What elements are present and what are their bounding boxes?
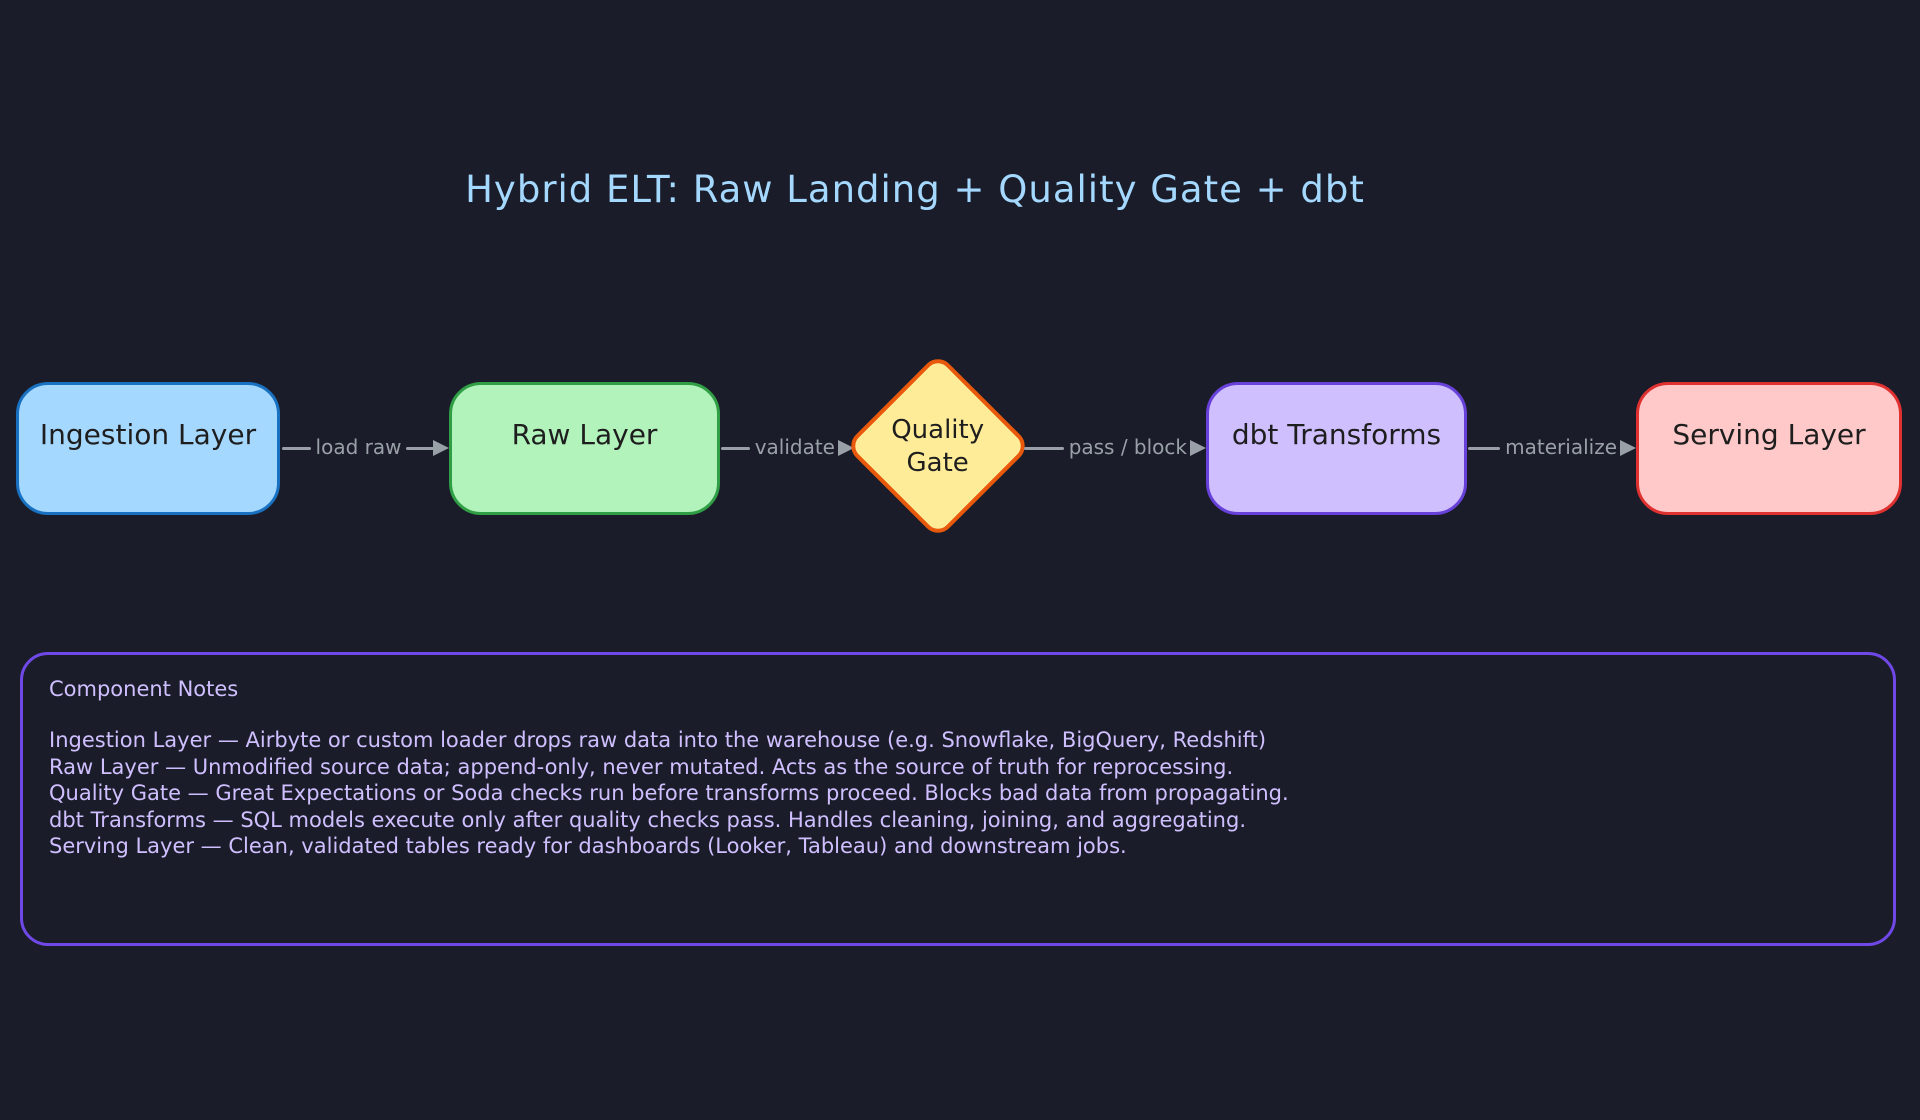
arrowhead-icon	[1620, 440, 1636, 456]
note-line-quality-gate: Quality Gate — Great Expectations or Sod…	[49, 781, 1289, 805]
notes-panel: Component Notes Ingestion Layer — Airbyt…	[20, 652, 1896, 946]
connector-validate: validate	[721, 434, 854, 462]
connector-label: materialize	[1505, 435, 1617, 459]
connector-pass-block: pass / block	[1024, 434, 1206, 462]
arrowhead-icon	[1190, 440, 1206, 456]
node-serving-layer: Serving Layer	[1636, 382, 1902, 515]
node-label: Ingestion Layer	[39, 418, 257, 451]
note-line-ingestion-layer: Ingestion Layer — Airbyte or custom load…	[49, 728, 1267, 752]
connector-line	[1468, 446, 1501, 450]
connector-line	[282, 446, 311, 450]
connector-materialize: materialize	[1468, 434, 1636, 462]
connector-label: validate	[754, 435, 835, 459]
connector-line	[406, 446, 435, 450]
node-label: dbt Transforms	[1231, 418, 1442, 451]
node-raw-layer: Raw Layer	[449, 382, 720, 515]
connector-load-raw: load raw	[282, 434, 449, 462]
notes-title: Component Notes	[49, 677, 239, 701]
node-ingestion-layer: Ingestion Layer	[16, 382, 280, 515]
arrowhead-icon	[433, 440, 449, 456]
note-line-raw-layer: Raw Layer — Unmodified source data; appe…	[49, 754, 1234, 779]
connector-line	[721, 446, 750, 450]
note-line-dbt-transforms: dbt Transforms — SQL models execute only…	[49, 807, 1246, 832]
node-quality-gate: Quality Gate	[844, 352, 1032, 540]
node-label: Quality Gate	[891, 414, 985, 478]
connector-line	[1024, 446, 1064, 450]
note-line-serving-layer: Serving Layer — Clean, validated tables …	[49, 834, 1127, 858]
node-label: Serving Layer	[1672, 418, 1866, 451]
diagram-title: Hybrid ELT: Raw Landing + Quality Gate +…	[465, 168, 1365, 211]
connector-label: pass / block	[1068, 435, 1187, 459]
node-dbt-transforms: dbt Transforms	[1206, 382, 1467, 515]
node-label: Raw Layer	[511, 418, 658, 451]
connector-label: load raw	[315, 435, 402, 459]
